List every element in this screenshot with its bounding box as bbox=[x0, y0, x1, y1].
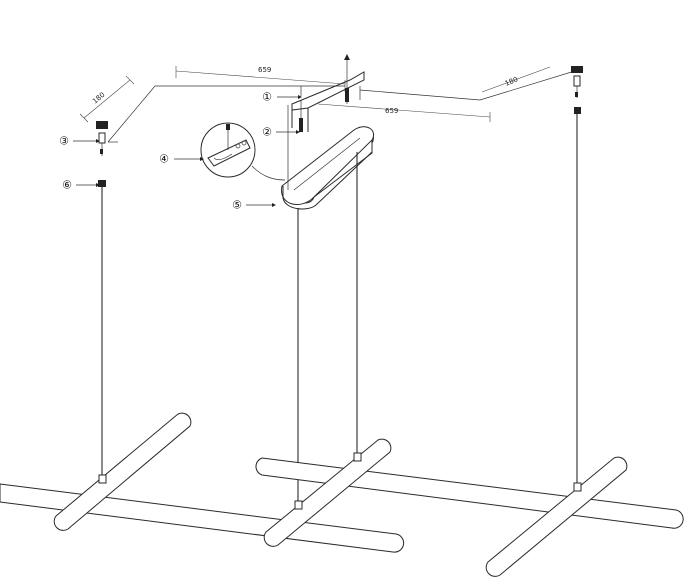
suspension-cords bbox=[101, 105, 578, 502]
callout-2-label: ② bbox=[262, 126, 272, 139]
dimension-left-depth-label: 180 bbox=[91, 91, 106, 106]
right-mount bbox=[571, 66, 583, 114]
dimension-right-label: 659 bbox=[385, 107, 398, 115]
callout-3: ③ bbox=[59, 135, 100, 148]
callout-3-label: ③ bbox=[59, 135, 69, 148]
callout-2: ② bbox=[262, 126, 300, 139]
dimension-top: 659 bbox=[175, 66, 346, 92]
callout-1-label: ① bbox=[262, 91, 272, 104]
callout-6-label: ⑥ bbox=[62, 179, 72, 192]
dimension-right: 659 bbox=[317, 103, 491, 122]
ceiling-outline bbox=[107, 69, 579, 143]
dimension-top-label: 659 bbox=[258, 66, 271, 74]
dimension-left-depth: 180 bbox=[79, 75, 135, 123]
callout-4: ④ bbox=[159, 153, 204, 166]
callout-1: ① bbox=[262, 91, 302, 104]
callout-5-label: ⑤ bbox=[232, 199, 242, 212]
callout-5: ⑤ bbox=[232, 199, 276, 212]
dimension-right-depth-label: 180 bbox=[504, 75, 519, 87]
left-mount bbox=[96, 121, 108, 187]
light-tubes bbox=[0, 412, 684, 577]
callout-6: ⑥ bbox=[62, 179, 100, 192]
detail-bubble bbox=[200, 122, 286, 181]
lamp-canopy bbox=[281, 126, 374, 210]
mounting-bracket bbox=[291, 54, 365, 132]
dimension-right-depth: 180 bbox=[481, 66, 551, 93]
callout-4-label: ④ bbox=[159, 153, 169, 166]
